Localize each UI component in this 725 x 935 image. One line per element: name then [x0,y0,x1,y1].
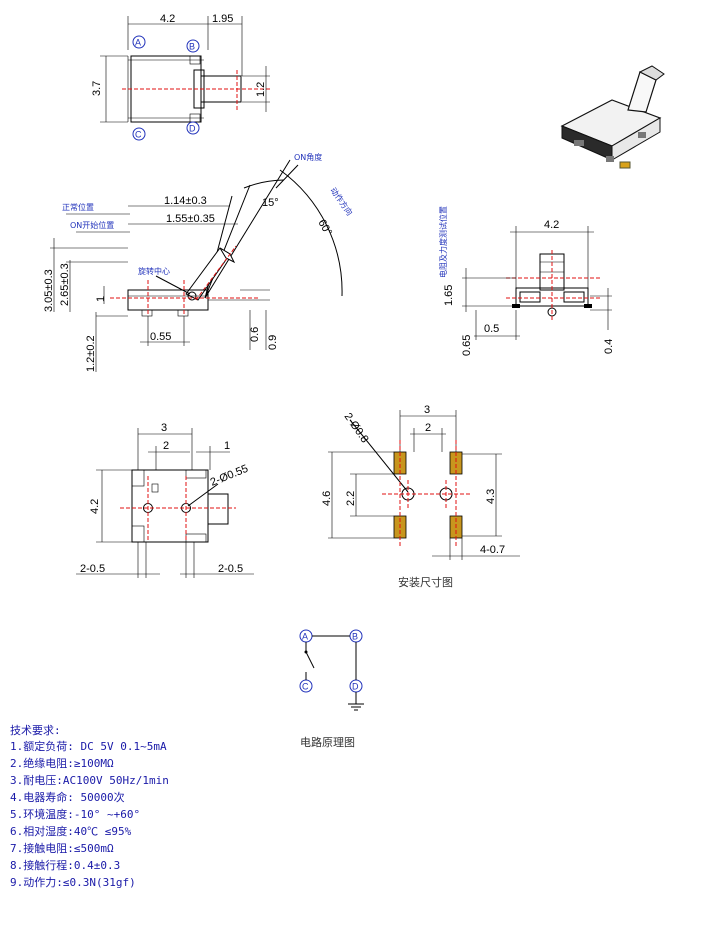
dim-top-height: 3.7 [91,81,103,96]
dim-fp-pad: 4-0.7 [480,544,505,556]
dim-fp-46: 4.6 [321,491,333,506]
spec-item: 4.电器寿命: 50000次 [10,790,125,804]
circuit-pin-c: C [302,682,309,692]
dim-top-lever-height: 1.2 [255,82,267,97]
spec-item: 3.耐电压:AC100V 50Hz/1min [10,774,169,787]
circuit-pin-a: A [302,632,308,642]
dim-front-065: 0.65 [461,335,473,356]
dim-front-165: 1.65 [443,285,455,306]
circuit-pin-b: B [352,632,358,642]
bottom-view: 3 2 1 2-Ø0.55 4.2 2-0.5 2-0.5 [76,422,254,578]
dim-bottom-2: 2 [163,440,169,452]
dim-top-width: 4.2 [160,13,175,25]
spec-item: 1.额定负荷: DC 5V 0.1~5mA [10,739,167,753]
label-action-direction: 动作方向 [328,185,355,217]
label-test-position: 电阻及力度测试位置 [438,206,448,278]
label-on-angle: ON角度 [294,152,322,162]
circuit-caption: 电路原理图 [300,736,355,749]
dim-bottom-3: 3 [161,422,167,434]
pin-d-label: D [189,124,196,134]
dim-front-04: 0.4 [603,339,615,354]
dim-side-a: 1.14±0.3 [164,195,207,207]
dim-fp-2: 2 [425,422,431,434]
circuit-pin-d: D [352,682,359,692]
top-view: 4.2 1.95 3.7 1.2 A B C D [91,13,270,141]
spec-item: 7.接触电阻:≤500mΩ [10,841,114,855]
circuit-diagram: A B C D 电路原理图 [299,629,364,749]
dim-fp-43: 4.3 [485,489,497,504]
dim-front-42: 4.2 [544,219,559,231]
side-view: ON角度 正常位置 ON开始位置 动作方向 1.14±0.3 1.55±0.35… [43,152,355,372]
footprint-caption: 安装尺寸图 [398,575,453,589]
dim-bottom-pin-right: 2-0.5 [218,563,243,575]
dim-fp-3: 3 [424,404,430,416]
mounting-footprint: 3 2 2-Ø0.8 4.6 2.2 4.3 4-0.7 安装尺寸图 [321,404,520,589]
spec-item: 9.动作力:≤0.3N(31gf) [10,876,136,889]
dim-side-1: 1 [95,296,107,302]
dim-angle-15: 15° [262,197,279,209]
dim-bottom-hole: 2-Ø0.55 [209,463,250,489]
dim-fp-22: 2.2 [345,491,357,506]
product-3d-render [560,65,665,169]
spec-item: 6.相对湿度:40℃ ≤95% [10,824,132,838]
dim-bottom-1: 1 [224,440,230,452]
dim-side-265: 2.65±0.3 [59,263,71,306]
label-on-start-position: ON开始位置 [70,220,114,230]
front-view: 电阻及力度测试位置 4.2 1.65 0.5 0.65 0.4 [438,206,615,356]
dim-side-b: 1.55±0.35 [166,213,215,225]
dim-side-305: 3.05±0.3 [43,269,55,312]
spec-item: 8.接触行程:0.4±0.3 [10,858,120,872]
label-normal-position: 正常位置 [62,202,94,212]
dim-side-12: 1.2±0.2 [85,335,97,372]
dim-side-09: 0.9 [267,335,279,350]
dim-front-05: 0.5 [484,323,499,335]
label-rotation-center: 旋转中心 [138,266,170,276]
dim-bottom-42: 4.2 [89,499,101,514]
spec-item: 5.环境温度:-10° ~+60° [10,807,140,821]
dim-side-055: 0.55 [150,331,171,343]
specs-title: 技术要求: [10,724,61,737]
technical-requirements: 技术要求: 1.额定负荷: DC 5V 0.1~5mA 2.绝缘电阻:≥100M… [10,724,169,889]
pin-b-label: B [189,42,195,52]
pin-a-label: A [135,38,141,48]
pin-c-label: C [135,130,142,140]
dim-side-06: 0.6 [249,327,261,342]
dim-bottom-pin-left: 2-0.5 [80,563,105,575]
dim-top-lever: 1.95 [212,13,233,25]
spec-item: 2.绝缘电阻:≥100MΩ [10,756,114,770]
